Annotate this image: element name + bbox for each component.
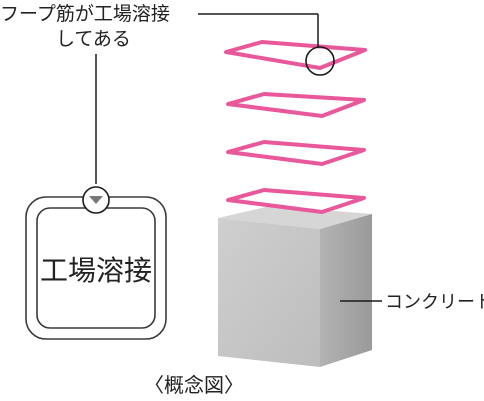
material-label: コンクリート xyxy=(385,292,484,313)
detail-label: 工場溶接 xyxy=(40,254,152,287)
concrete-side-face xyxy=(320,214,372,367)
callout-label-line2: してある xyxy=(56,28,131,50)
hoop-ring xyxy=(226,140,366,166)
hoop-ring xyxy=(226,188,366,214)
callout-weld xyxy=(95,13,335,184)
callout-label-line1: フープ筋が工場溶接 xyxy=(0,3,170,25)
weld-highlight-circle xyxy=(305,46,335,76)
concrete-front-face xyxy=(218,218,320,367)
weld-point-icon xyxy=(89,196,103,204)
hoop-ring xyxy=(226,92,366,118)
caption: 〈概念図〉 xyxy=(144,373,244,397)
hoop-detail xyxy=(25,186,167,340)
hoops xyxy=(224,40,367,214)
hoop-ring xyxy=(224,40,367,70)
